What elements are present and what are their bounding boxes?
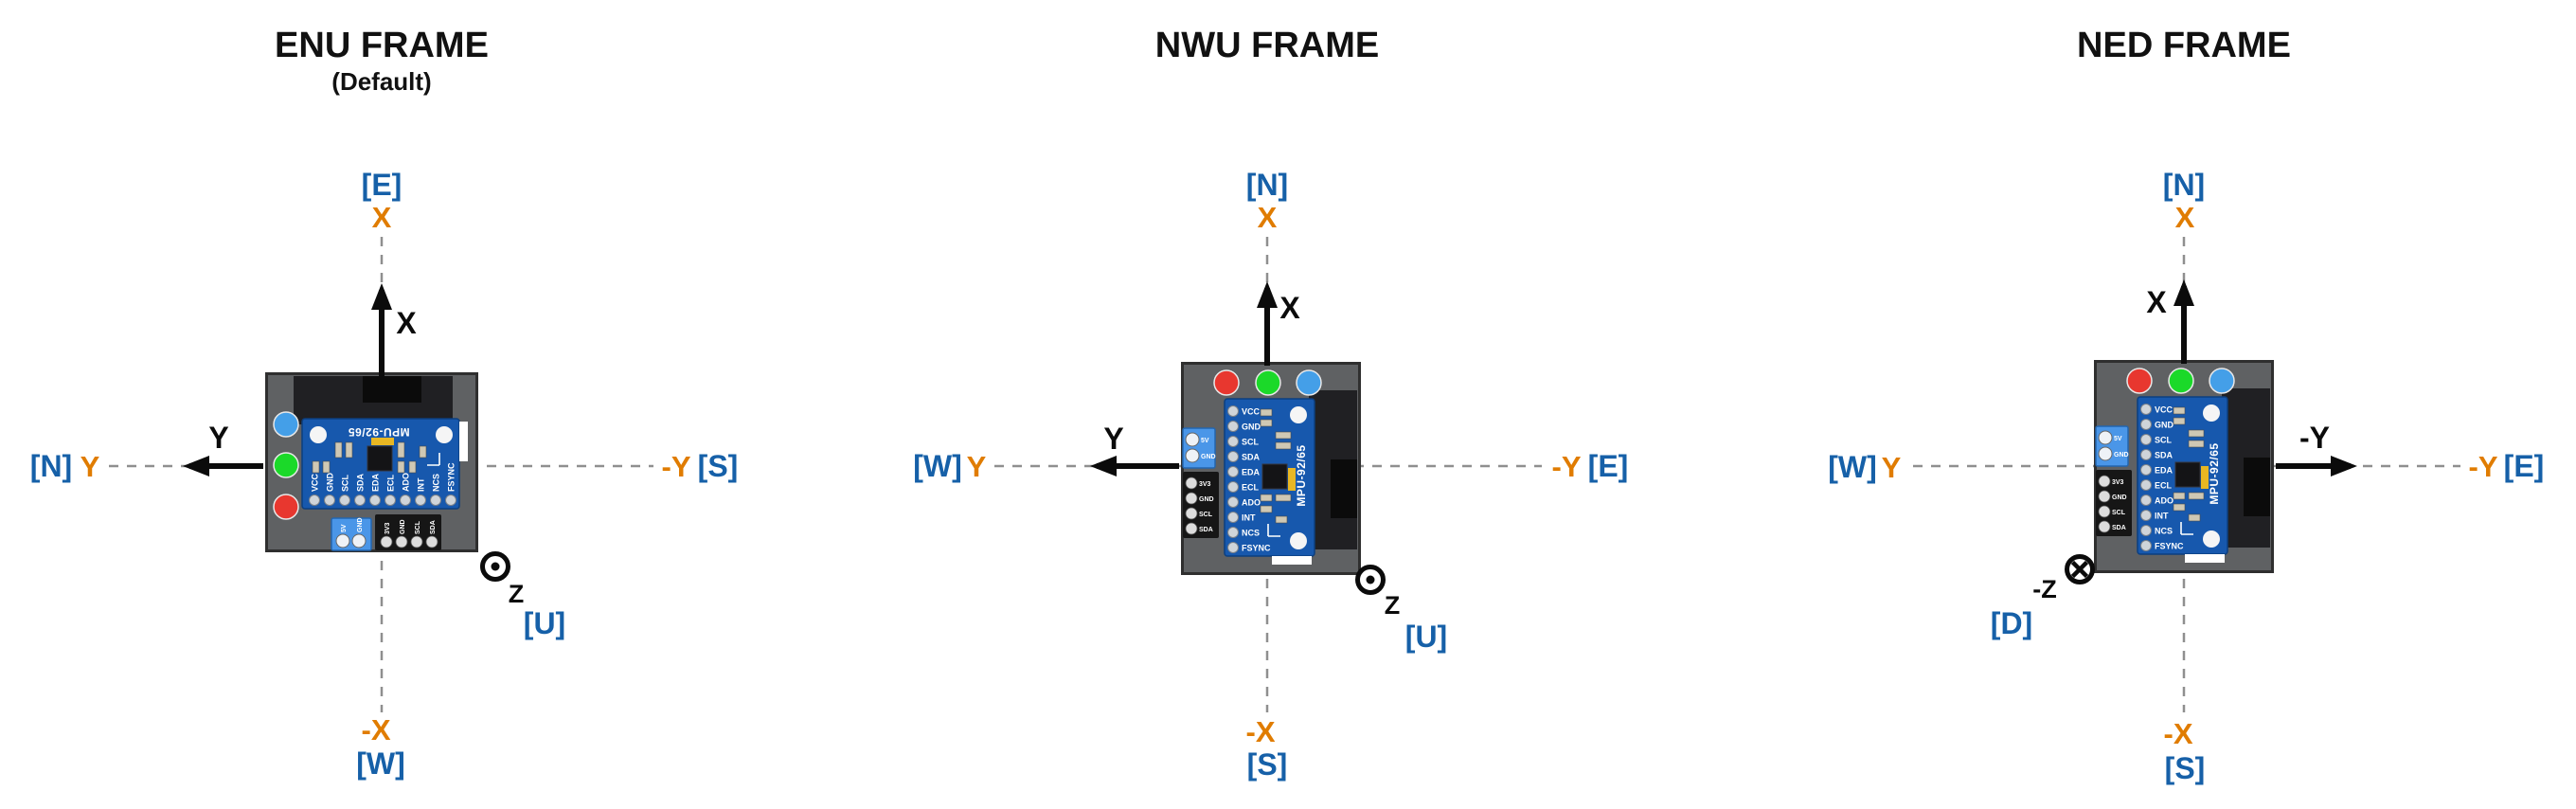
imu-board xyxy=(265,372,478,552)
axis-label-left: Y xyxy=(80,450,100,483)
axis-label-up: X xyxy=(372,201,392,234)
panel-title: ENU FRAME xyxy=(275,26,489,65)
arrow-letter-neg-y: -Y xyxy=(2299,421,2330,455)
axis-label-down: -X xyxy=(1246,715,1276,748)
panel-ned: NED FRAME [N] X X -Y [W] Y -Y [E] -X [S]… xyxy=(1828,26,2544,785)
world-label-left: [N] xyxy=(30,449,72,483)
z-out-of-page-icon xyxy=(1355,565,1386,595)
z-out-of-page-icon xyxy=(480,551,510,582)
arrow-letter-y: Y xyxy=(208,421,228,455)
z-into-page-icon xyxy=(2065,554,2095,584)
world-label-up: [N] xyxy=(1246,168,1288,202)
world-label-left: [W] xyxy=(913,449,962,483)
arrow-letter-x: X xyxy=(396,306,417,340)
axis-label-right: -Y xyxy=(1552,450,1582,483)
panel-enu: ENU FRAME (Default) [E] X X Y [N] Y -Y [… xyxy=(30,26,739,781)
axis-label-z: -Z xyxy=(2032,575,2056,603)
panel-title: NWU FRAME xyxy=(1155,26,1379,65)
axis-label-z: Z xyxy=(1385,591,1401,620)
world-label-right: [S] xyxy=(698,449,739,483)
axis-label-down: -X xyxy=(2164,717,2193,750)
world-label-down: [S] xyxy=(1247,747,1288,782)
axis-label-z: Z xyxy=(509,580,525,608)
axis-label-up: X xyxy=(1258,201,1278,234)
arrow-letter-x: X xyxy=(1279,291,1300,325)
axis-label-right: -Y xyxy=(2469,450,2498,483)
panel-subtitle: (Default) xyxy=(331,67,431,96)
axis-label-left: Y xyxy=(1882,451,1902,484)
arrow-letter-x: X xyxy=(2146,285,2167,319)
world-label-up: [E] xyxy=(362,168,402,202)
world-label-left: [W] xyxy=(1828,450,1877,484)
panel-title: NED FRAME xyxy=(2077,26,2291,65)
world-label-z: [U] xyxy=(1405,620,1447,654)
world-label-right: [E] xyxy=(2504,449,2545,483)
axis-label-right: -Y xyxy=(662,450,691,483)
panel-nwu: NWU FRAME [N] X X Y [W] Y -Y [E] -X [S] … xyxy=(913,26,1628,782)
world-label-down: [S] xyxy=(2165,751,2206,785)
world-label-z: [D] xyxy=(1991,606,2032,640)
world-label-up: [N] xyxy=(2163,168,2205,202)
arrow-letter-y: Y xyxy=(1103,422,1123,456)
imu-board xyxy=(1181,362,1361,575)
world-label-right: [E] xyxy=(1588,449,1629,483)
imu-board xyxy=(2094,360,2274,573)
world-label-down: [W] xyxy=(356,746,405,781)
axis-label-left: Y xyxy=(967,450,987,483)
world-label-z: [U] xyxy=(524,606,565,640)
axis-label-up: X xyxy=(2175,201,2195,234)
axis-label-down: -X xyxy=(362,713,391,746)
